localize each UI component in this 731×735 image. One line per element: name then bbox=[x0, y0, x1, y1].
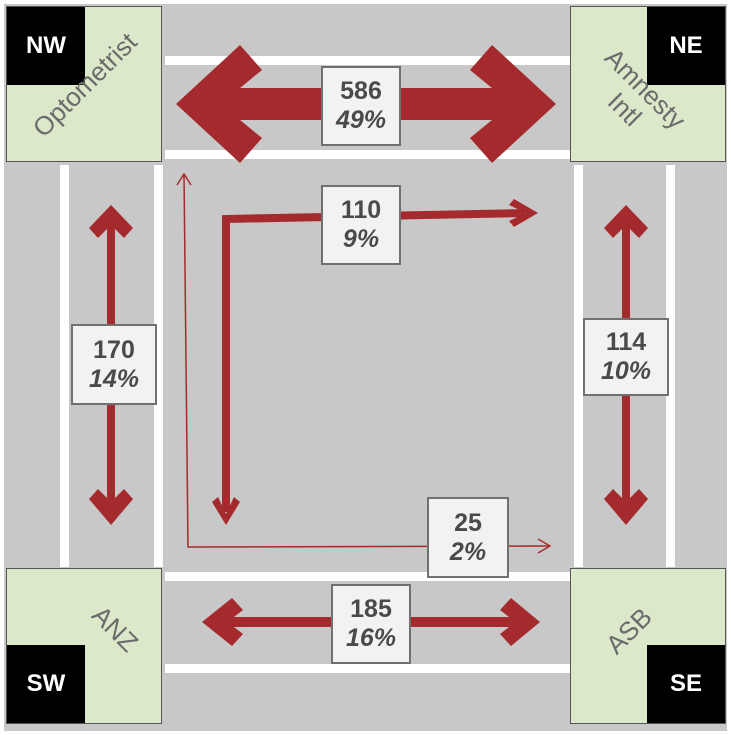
flow-count: 185 bbox=[350, 595, 392, 624]
lane-line-west-outer bbox=[60, 165, 69, 567]
corner-ne: NE Amnesty Intl bbox=[570, 6, 726, 162]
flow-percent: 16% bbox=[345, 624, 397, 652]
flow-percent: 10% bbox=[600, 357, 652, 385]
flow-percent: 49% bbox=[335, 106, 387, 134]
tag-nw: NW bbox=[7, 7, 85, 85]
flow-label-west-side: 170 14% bbox=[71, 324, 157, 405]
tag-ne: NE bbox=[647, 7, 725, 85]
tag-se: SE bbox=[647, 645, 725, 723]
lane-line-south-outer bbox=[165, 664, 570, 673]
tag-sw: SW bbox=[7, 645, 85, 723]
flow-line-110 bbox=[222, 209, 526, 512]
lane-line-east-inner bbox=[574, 165, 583, 567]
flow-count: 586 bbox=[340, 77, 382, 106]
flow-percent: 14% bbox=[88, 364, 140, 393]
flow-label-sw-se: 185 16% bbox=[331, 584, 411, 664]
lane-line-west-inner bbox=[154, 165, 163, 567]
flow-percent: 9% bbox=[342, 225, 380, 253]
corner-name-sw: ANZ bbox=[86, 599, 145, 658]
lane-line-east-outer bbox=[666, 165, 675, 567]
corner-sw: SW ANZ bbox=[6, 568, 162, 724]
flow-label-110: 110 9% bbox=[321, 185, 401, 265]
corner-se: SE ASB bbox=[570, 568, 726, 724]
flow-count: 114 bbox=[605, 328, 647, 357]
flow-label-nw-ne: 586 49% bbox=[321, 66, 401, 146]
flow-count: 25 bbox=[454, 508, 482, 537]
lane-line-north-outer bbox=[165, 56, 570, 65]
flow-percent: 2% bbox=[449, 537, 487, 566]
flow-count: 170 bbox=[93, 335, 135, 364]
lane-line-north-inner bbox=[165, 150, 570, 159]
flow-arrowhead-east-110 bbox=[509, 199, 538, 227]
lane-line-south-inner bbox=[165, 572, 570, 581]
flow-arrowhead-north-25 bbox=[176, 172, 192, 186]
corner-nw: NW Optometrist bbox=[6, 6, 162, 162]
flow-count: 110 bbox=[340, 196, 382, 225]
flow-arrowhead-south-110 bbox=[212, 497, 240, 525]
flow-label-east-side: 114 10% bbox=[583, 318, 669, 396]
flow-arrowhead-east-25 bbox=[537, 538, 552, 554]
flow-label-25: 25 2% bbox=[427, 497, 509, 578]
